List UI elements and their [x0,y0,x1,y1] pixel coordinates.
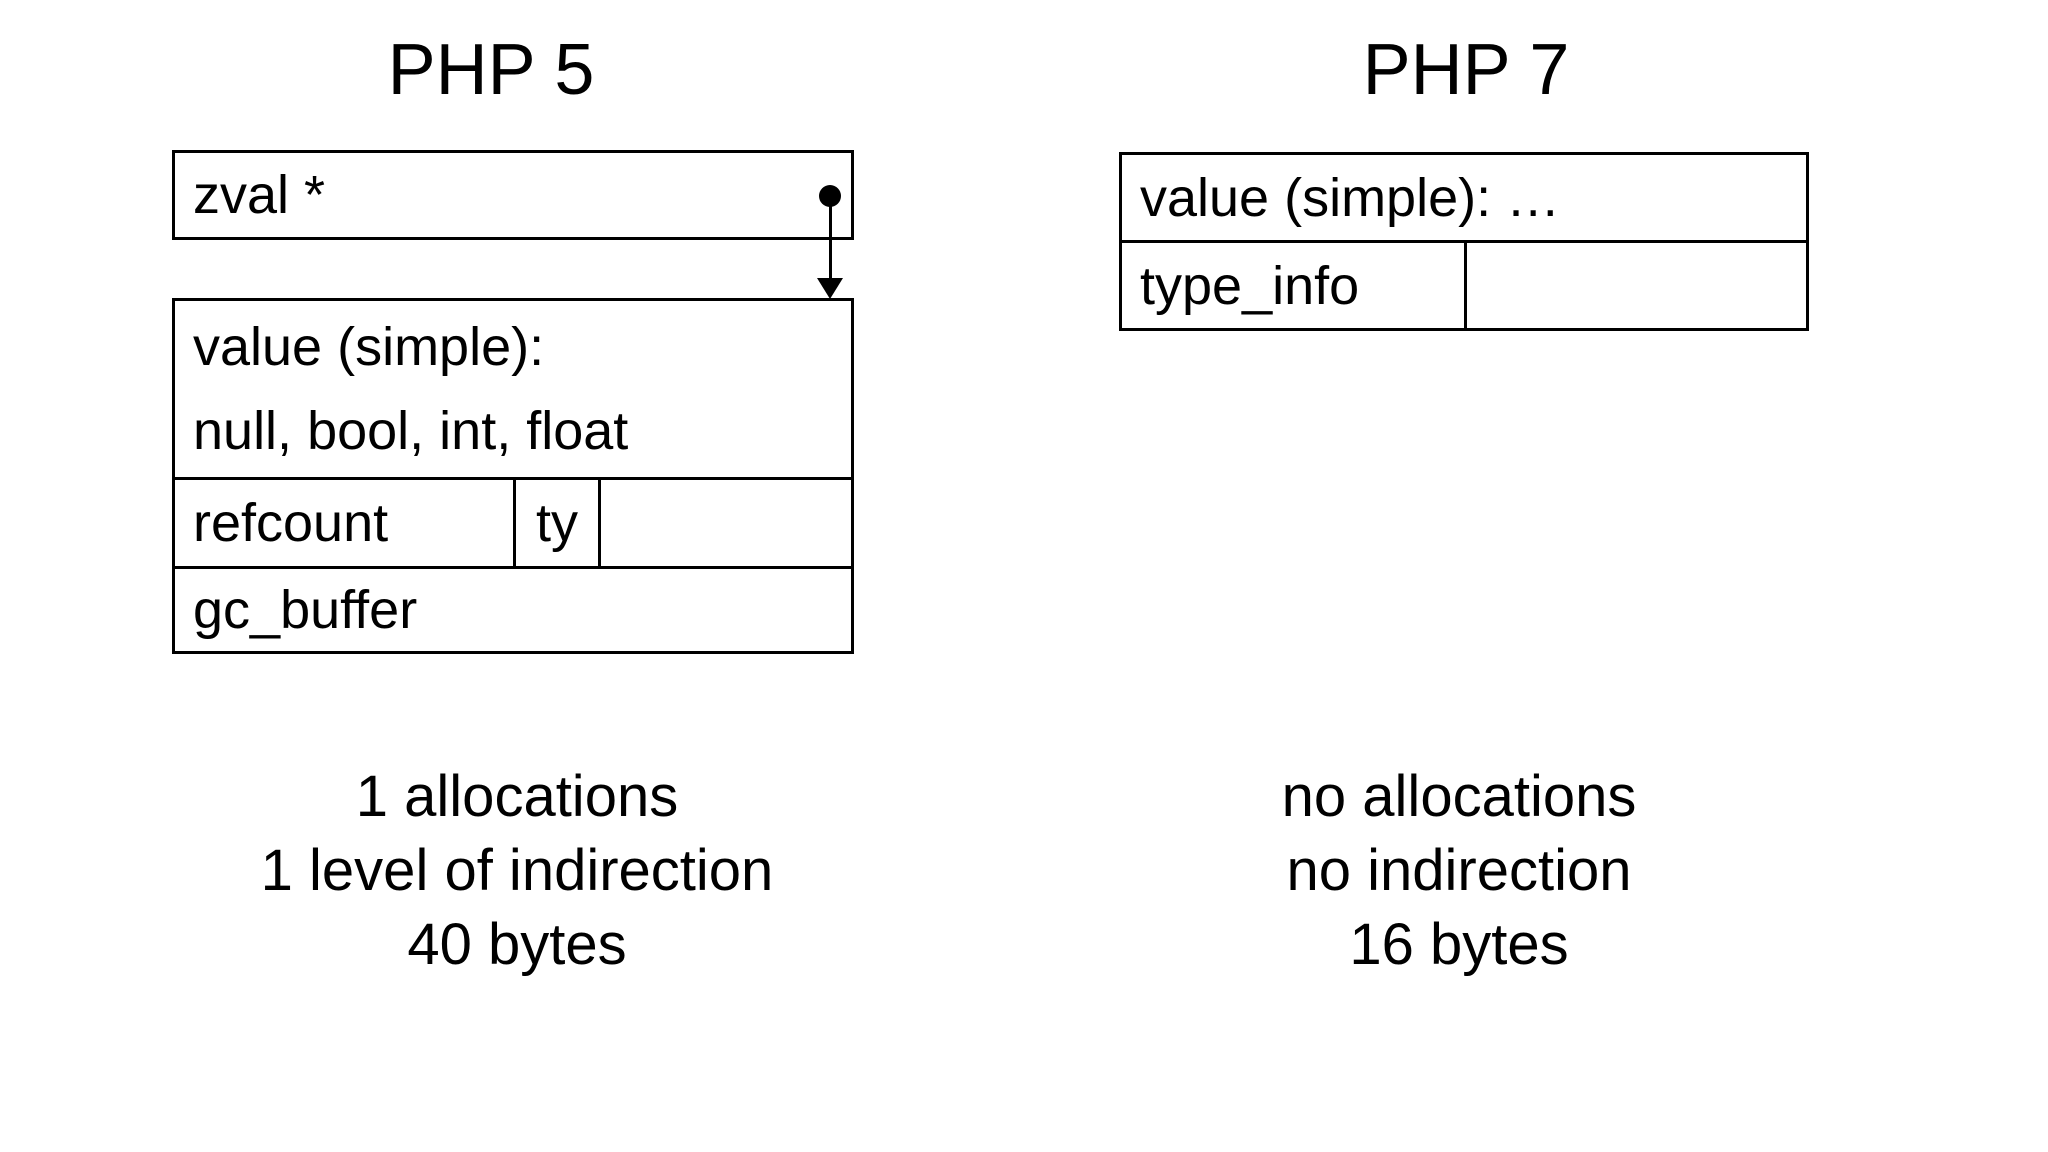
php7-value-label: value (simple): … [1140,167,1561,228]
php7-caption: no allocations no indirection 16 bytes [1159,760,1759,982]
pointer-origin-dot-icon [819,185,841,207]
php7-type-info-row-empty-cell [1467,243,1806,328]
pointer-arrowhead-icon [817,278,843,299]
php5-zval-pointer-box: zval * [172,150,854,240]
php5-ty-label: ty [535,493,578,553]
php7-value-row: value (simple): … [1122,155,1806,243]
php5-caption: 1 allocations 1 level of indirection 40 … [217,760,817,982]
php5-value-row: value (simple): null, bool, int, float [175,301,851,480]
php5-value-label: value (simple): [193,317,545,377]
pointer-arrow-line [829,205,832,281]
php5-value-types-label: null, bool, int, float [193,401,629,461]
zval-pointer-label: zval * [193,165,326,225]
php5-refcount-row: refcount ty [175,480,851,569]
php7-caption-bytes: 16 bytes [1349,912,1569,977]
php5-caption-allocations: 1 allocations [355,764,679,829]
php5-zval-struct-box: value (simple): null, bool, int, float r… [172,298,854,654]
php5-gc-buffer-label: gc_buffer [193,580,418,640]
php5-caption-indirection: 1 level of indirection [260,838,774,903]
php7-caption-indirection: no indirection [1286,838,1632,903]
php5-caption-bytes: 40 bytes [407,912,627,977]
php7-type-info-row: type_info [1122,243,1806,328]
php7-caption-allocations: no allocations [1281,764,1637,829]
php7-zval-struct-box: value (simple): … type_info [1119,152,1809,331]
php5-title: PHP 5 [387,30,595,110]
php5-gc-buffer-row: gc_buffer [175,569,851,651]
php7-title: PHP 7 [1362,30,1570,110]
php5-refcount-label: refcount [193,493,389,553]
php5-refcount-cell: refcount [175,480,516,566]
php7-type-info-cell: type_info [1122,243,1467,328]
php7-type-info-label: type_info [1140,255,1360,316]
php5-refcount-row-empty-cell [601,480,851,566]
php5-ty-cell: ty [516,480,601,566]
